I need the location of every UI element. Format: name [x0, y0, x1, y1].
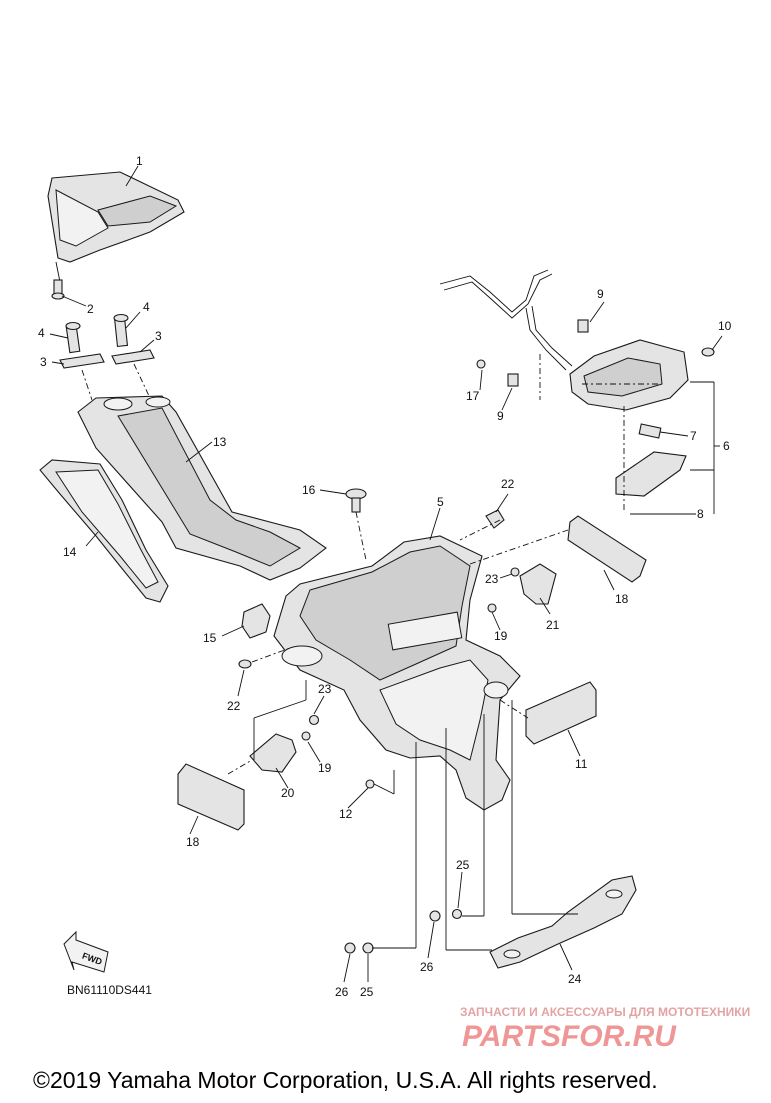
part-24-plate-bracket — [489, 875, 637, 969]
callout-labels: 1 2 3 3 4 4 5 6 7 8 9 9 10 11 12 13 14 1… — [38, 154, 732, 999]
part-2-screw — [51, 279, 65, 300]
watermark: ЗАПЧАСТИ И АКСЕССУАРЫ ДЛЯ МОТОТЕХНИКИ PA… — [460, 1005, 750, 1053]
callout-9: 9 — [597, 287, 604, 301]
part-23-nut-left — [308, 714, 320, 726]
callout-7: 7 — [690, 429, 697, 443]
callout-22: 22 — [227, 699, 241, 713]
part-13-bracket — [77, 395, 327, 581]
part-19-nut-left — [301, 731, 311, 741]
part-11-reflector — [525, 681, 597, 745]
part-14-side-cover — [39, 459, 169, 603]
callout-4: 4 — [143, 300, 150, 314]
part-19-nut-right — [487, 603, 497, 613]
callout-1: 1 — [136, 154, 143, 168]
wire-harness — [439, 269, 573, 371]
part-12-nut — [365, 779, 375, 789]
part-8-lens — [615, 451, 687, 497]
callout-26: 26 — [420, 960, 434, 974]
part-4-bolt-left — [65, 321, 81, 354]
callout-23: 23 — [318, 682, 332, 696]
callout-3: 3 — [40, 355, 47, 369]
part-7-bulb — [638, 423, 662, 439]
callout-22: 22 — [501, 477, 515, 491]
part-25-nut — [362, 908, 463, 954]
part-6-tail-light — [569, 339, 689, 411]
part-5-rear-fender — [273, 535, 521, 811]
part-4-bolt-right — [113, 313, 129, 348]
part-22-bolt-left — [238, 647, 291, 669]
part-18-reflector-right — [567, 515, 647, 583]
part-17-grommet — [476, 359, 486, 369]
callout-9: 9 — [497, 409, 504, 423]
callout-13: 13 — [213, 435, 227, 449]
part-9-clamp-top — [577, 319, 589, 333]
part-21-reflector-bracket — [519, 563, 557, 605]
diagram-code: BN61110DS441 — [67, 983, 152, 997]
watermark-tagline: ЗАПЧАСТИ И АКСЕССУАРЫ ДЛЯ МОТОТЕХНИКИ — [460, 1005, 750, 1019]
fwd-arrow-icon: FWD — [63, 930, 109, 973]
part-3-washer-left — [59, 353, 105, 369]
callout-15: 15 — [203, 631, 217, 645]
callout-23: 23 — [485, 572, 499, 586]
part-9-clamp-bottom — [507, 373, 519, 387]
part-26-collar — [344, 910, 441, 954]
callout-26: 26 — [335, 985, 349, 999]
callout-25: 25 — [456, 858, 470, 872]
part-23-nut-right — [510, 567, 520, 577]
callout-2: 2 — [87, 302, 94, 316]
part-10-screw — [701, 347, 715, 357]
callout-17: 17 — [466, 389, 480, 403]
callout-24: 24 — [568, 972, 582, 986]
callout-18: 18 — [186, 835, 200, 849]
callout-6: 6 — [723, 439, 730, 453]
callout-12: 12 — [339, 807, 353, 821]
part-3-washer-right — [111, 349, 155, 365]
callout-21: 21 — [546, 618, 560, 632]
part-22-bolt-top — [459, 509, 505, 541]
callout-8: 8 — [697, 507, 704, 521]
part-1-upper-cover — [47, 171, 185, 283]
leader-lines — [49, 165, 723, 983]
callout-14: 14 — [63, 545, 77, 559]
callout-25: 25 — [360, 985, 374, 999]
callout-10: 10 — [718, 319, 732, 333]
part-18-reflector-left — [177, 763, 245, 831]
copyright-text: ©2019 Yamaha Motor Corporation, U.S.A. A… — [33, 1067, 658, 1093]
callout-11: 11 — [575, 757, 588, 771]
callout-16: 16 — [302, 483, 316, 497]
callout-5: 5 — [437, 495, 444, 509]
callout-4: 4 — [38, 326, 45, 340]
part-20-reflector-bracket — [249, 733, 297, 773]
callout-20: 20 — [281, 786, 295, 800]
callout-19: 19 — [494, 629, 508, 643]
part-15-clip — [241, 603, 271, 639]
part-16-bolt — [345, 488, 367, 561]
callout-3: 3 — [155, 329, 162, 343]
watermark-brand: PARTSFOR.RU — [462, 1020, 677, 1053]
callout-19: 19 — [318, 761, 332, 775]
callout-18: 18 — [615, 592, 629, 606]
